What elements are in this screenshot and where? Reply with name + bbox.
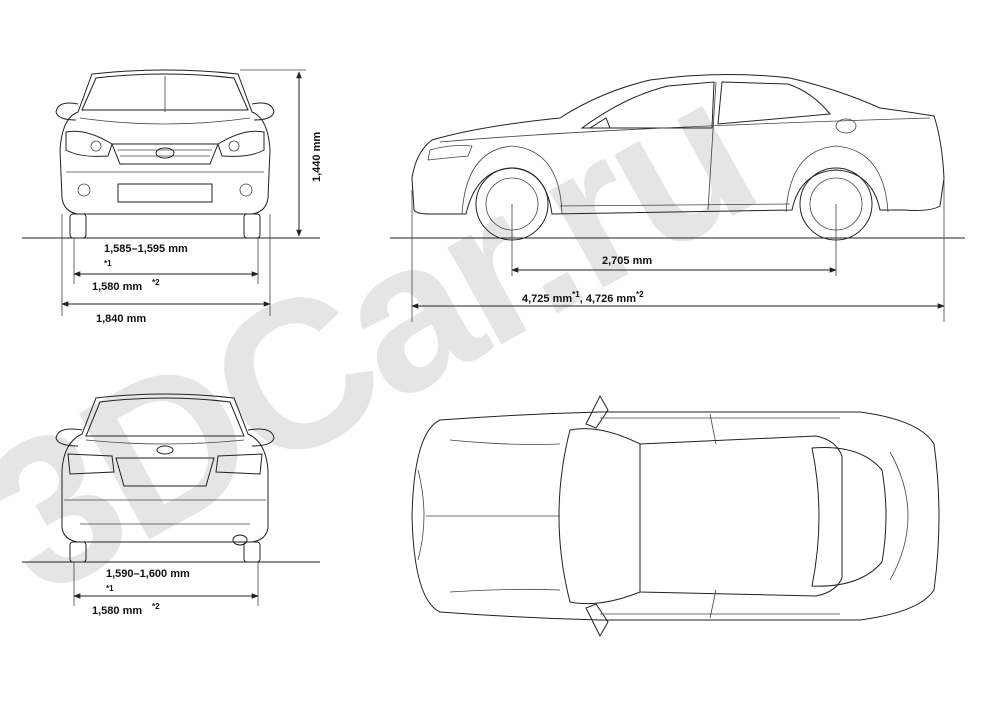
front-track2-label: 1,580 mm (92, 281, 142, 293)
side-wheelbase-label: 2,705 mm (602, 255, 652, 267)
side-length-b-note: *2 (636, 290, 644, 299)
side-length-sep: , (580, 293, 586, 305)
front-height-label: 1,440 mm (311, 132, 323, 182)
front-view: 1,440 mm 1,585–1,595 mm *1 1,580 mm *2 1… (22, 69, 323, 325)
rear-track-note: *1 (106, 584, 114, 593)
side-length-label: 4,725 mm*1, 4,726 mm*2 (522, 290, 644, 305)
side-view: 2,705 mm 4,725 mm*1, 4,726 mm*2 (390, 73, 965, 322)
front-width-label: 1,840 mm (96, 313, 146, 325)
front-track2-note: *2 (152, 278, 160, 287)
rear-track2-label: 1,580 mm (92, 605, 142, 617)
front-track-note: *1 (104, 259, 112, 268)
side-length-a-note: *1 (572, 290, 580, 299)
watermark: 3DCar.ru (0, 33, 785, 640)
front-track-label: 1,585–1,595 mm (104, 243, 188, 255)
side-length-a: 4,725 mm (522, 293, 572, 305)
watermark-text: 3DCar.ru (0, 33, 785, 640)
side-length-b: 4,726 mm (586, 293, 636, 305)
rear-track-label: 1,590–1,600 mm (106, 568, 190, 580)
rear-view: 1,590–1,600 mm *1 1,580 mm *2 (22, 393, 320, 617)
rear-track2-note: *2 (152, 602, 160, 611)
top-view (411, 394, 940, 638)
